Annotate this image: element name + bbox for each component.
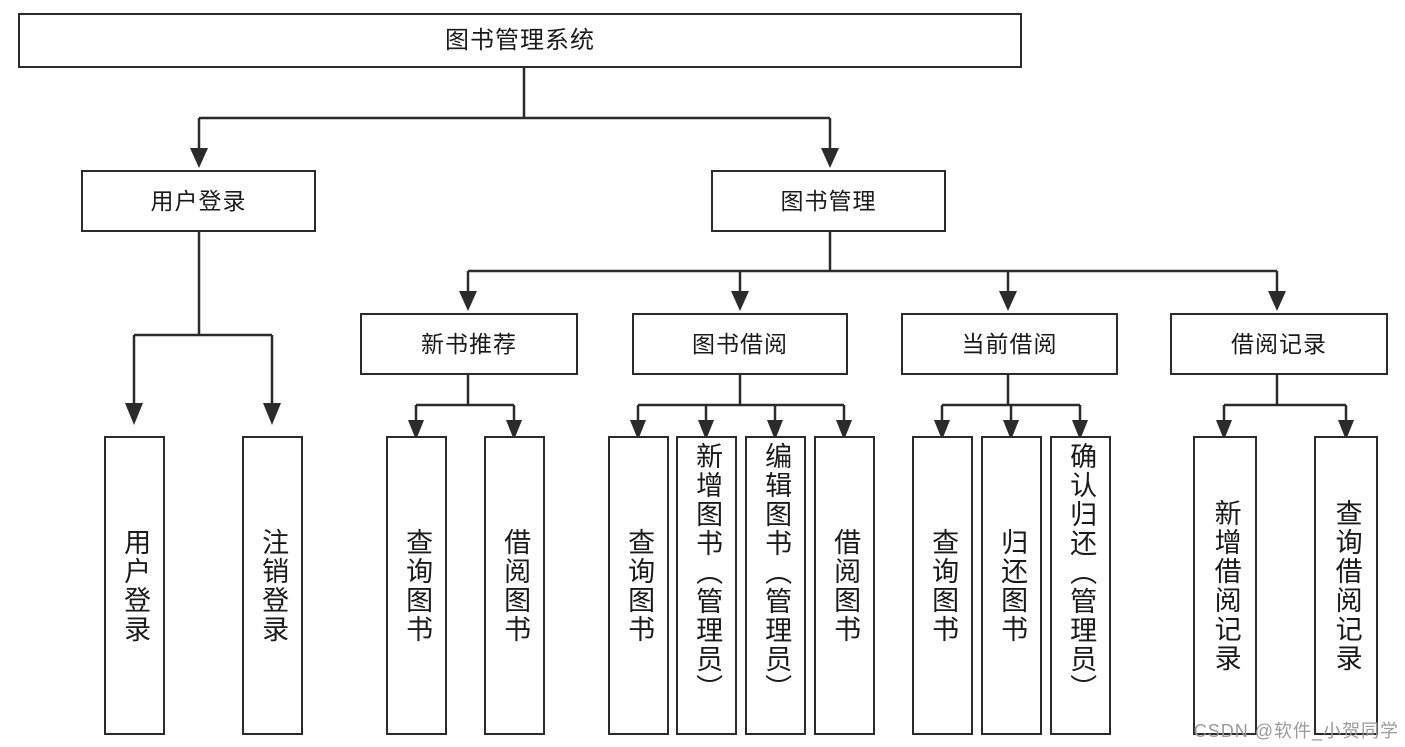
node-label: 新增借阅记录 — [1210, 498, 1241, 673]
node-user-login[interactable]: 用户登录 — [81, 170, 316, 232]
node-label: 图书管理系统 — [445, 26, 595, 54]
arrowhead-leaf-logout — [263, 403, 281, 425]
node-label: 注销登录 — [258, 527, 289, 644]
node-book-manage[interactable]: 图书管理 — [711, 170, 946, 232]
arrowhead-cb-leaf-1 — [934, 420, 950, 440]
node-label: 新增图书（管理员） — [692, 442, 723, 703]
node-label: 借阅图书 — [500, 527, 531, 644]
leaf-query-book-cb[interactable]: 查询图书 — [912, 436, 973, 735]
arrowhead-br-leaf-1 — [1216, 420, 1232, 440]
node-label: 用户登录 — [150, 187, 247, 214]
arrowhead-cb-leaf-2 — [1003, 420, 1019, 440]
arrowhead-bb-leaf-4 — [836, 420, 852, 440]
arrowhead-br-leaf-2 — [1338, 420, 1354, 440]
arrowhead-nb-leaf-1 — [408, 420, 424, 440]
node-current-borrow[interactable]: 当前借阅 — [901, 313, 1118, 375]
node-label: 查询图书 — [928, 527, 959, 644]
arrowhead-user-login — [190, 148, 208, 168]
leaf-query-borrow-record[interactable]: 查询借阅记录 — [1314, 436, 1378, 735]
leaf-user-login[interactable]: 用户登录 — [104, 436, 165, 735]
node-label: 查询图书 — [402, 527, 433, 644]
watermark-text: CSDN @软件_小贺同学 — [1193, 721, 1399, 741]
arrowhead-current-borrow — [999, 291, 1017, 311]
arrowhead-book-manage — [821, 148, 839, 168]
leaf-return-book[interactable]: 归还图书 — [981, 436, 1042, 735]
leaf-confirm-return-admin[interactable]: 确认归还（管理员） — [1050, 436, 1111, 735]
node-new-book-recommend[interactable]: 新书推荐 — [360, 313, 578, 375]
arrowhead-bb-leaf-1 — [630, 420, 646, 440]
arrowhead-nb-leaf-2 — [506, 420, 522, 440]
leaf-query-book-nb[interactable]: 查询图书 — [386, 436, 447, 735]
leaf-borrow-book-bb[interactable]: 借阅图书 — [814, 436, 875, 735]
node-label: 借阅记录 — [1231, 330, 1327, 357]
leaf-logout[interactable]: 注销登录 — [242, 436, 303, 735]
leaf-add-borrow-record[interactable]: 新增借阅记录 — [1193, 436, 1257, 735]
arrowhead-leaf-user-login — [125, 403, 143, 425]
arrowhead-book-borrow — [731, 291, 749, 311]
arrowhead-bb-leaf-2 — [698, 420, 714, 440]
node-label: 当前借阅 — [961, 330, 1058, 357]
node-label: 借阅图书 — [830, 527, 861, 644]
arrowhead-cb-leaf-3 — [1072, 420, 1088, 440]
leaf-borrow-book-nb[interactable]: 借阅图书 — [484, 436, 545, 735]
node-label: 查询借阅记录 — [1331, 498, 1362, 673]
arrowhead-borrow-record — [1268, 291, 1286, 311]
node-label: 用户登录 — [120, 527, 151, 644]
node-label: 编辑图书（管理员） — [761, 442, 792, 703]
node-label: 归还图书 — [997, 527, 1028, 644]
node-label: 新书推荐 — [421, 330, 517, 357]
leaf-query-book-bb[interactable]: 查询图书 — [608, 436, 669, 735]
leaf-edit-book-admin[interactable]: 编辑图书（管理员） — [745, 436, 806, 735]
leaf-add-book-admin[interactable]: 新增图书（管理员） — [676, 436, 737, 735]
node-root-system[interactable]: 图书管理系统 — [18, 13, 1022, 68]
node-book-borrow[interactable]: 图书借阅 — [632, 313, 848, 375]
node-label: 图书管理 — [780, 187, 877, 214]
node-label: 图书借阅 — [692, 330, 788, 357]
arrowheads — [125, 148, 1354, 440]
arrowhead-new-book — [459, 291, 477, 311]
arrowhead-bb-leaf-3 — [767, 420, 783, 440]
node-label: 确认归还（管理员） — [1066, 442, 1097, 703]
node-label: 查询图书 — [624, 527, 655, 644]
node-borrow-record[interactable]: 借阅记录 — [1170, 313, 1388, 375]
